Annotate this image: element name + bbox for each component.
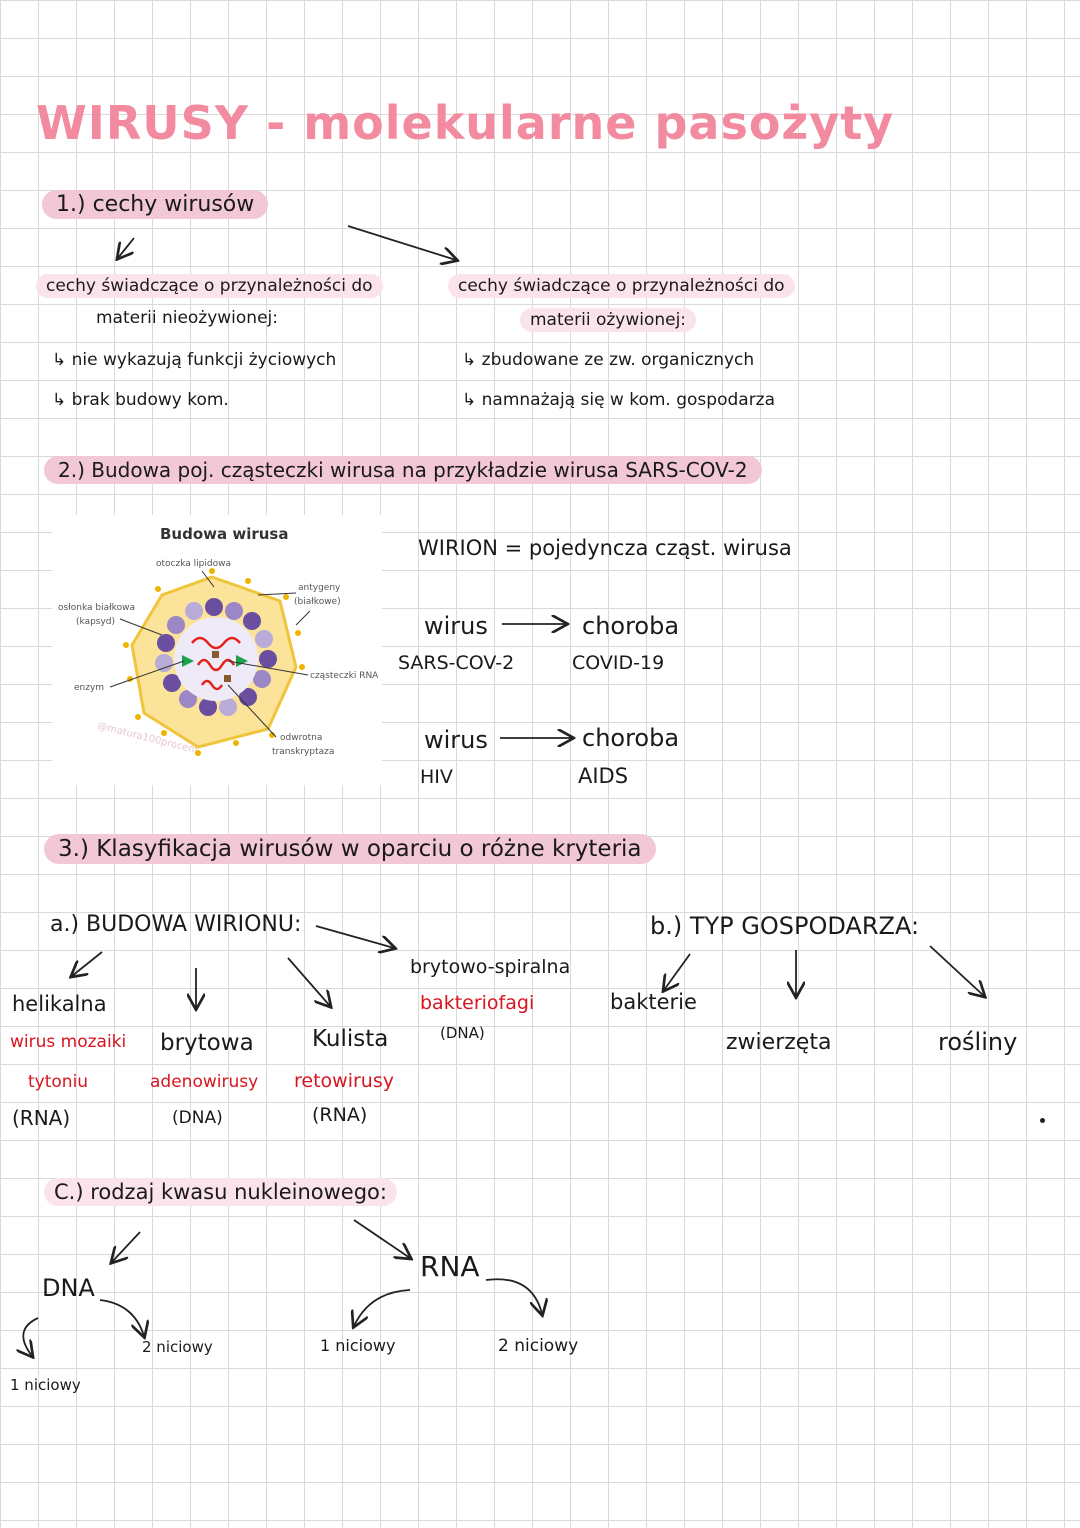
arrow-3b-bakterie <box>664 953 691 990</box>
arrow-rna-2 <box>485 1278 542 1314</box>
section3-heading: 3.) Klasyfikacja wirusów w oparciu o róż… <box>44 834 656 864</box>
sec3b-item3: rośliny <box>938 1028 1018 1056</box>
diagram-pointer-lines <box>109 570 311 738</box>
page-title: WIRUSY - molekularne pasożyty <box>36 96 895 150</box>
sec3c-heading-text: C.) rodzaj kwasu nukleinowego: <box>44 1178 397 1206</box>
label-rna: cząsteczki RNA <box>310 671 379 681</box>
sec3a-item1-acid: (RNA) <box>12 1106 71 1130</box>
sec3a-item2-example1: adenowirusy <box>150 1072 259 1092</box>
label-rt-2: transkryptaza <box>272 747 335 757</box>
sec3c-dna: DNA <box>42 1274 95 1302</box>
capsid-interior <box>174 617 258 701</box>
pair2-virus: HIV <box>420 766 453 788</box>
sec3b-item1: bakterie <box>610 990 697 1014</box>
right-item-2-text: namnażają się w kom. gospodarza <box>481 390 776 410</box>
label-antigen-2: (białkowe) <box>294 597 341 607</box>
section1-heading-text: 1.) cechy wirusów <box>42 190 269 219</box>
arrow-3a-spiralna <box>315 925 394 948</box>
sec3c-rna-item2: 2 niciowy <box>498 1336 579 1356</box>
sec3a-item3-example1: retowirusy <box>294 1070 394 1092</box>
arrow-3c-rna <box>353 1219 410 1258</box>
section2-heading-text: 2.) Budowa poj. cząsteczki wirusa na prz… <box>44 456 762 484</box>
pair2-right: choroba <box>582 724 680 752</box>
rna-strand-2 <box>196 658 236 672</box>
label-rt-1: odwrotna <box>280 733 323 743</box>
label-antigen-1: antygeny <box>298 583 341 593</box>
pair1-disease: COVID-19 <box>572 652 665 674</box>
arrow-rna-1 <box>354 1289 411 1326</box>
enzyme-marker-1 <box>182 655 194 667</box>
arrow-dna-1 <box>23 1317 39 1356</box>
left-item-2-text: brak budowy kom. <box>71 390 229 410</box>
arrow-dna-2 <box>99 1299 144 1336</box>
wirion-definition: WIRION = pojedyncza cząst. wirusa <box>418 536 792 560</box>
sec3c-heading: C.) rodzaj kwasu nukleinowego: <box>44 1178 397 1206</box>
pair2-disease: AIDS <box>578 764 629 788</box>
right-item-1: ↳ zbudowane ze zw. organicznych <box>462 350 755 370</box>
pair2-left: wirus <box>424 726 488 754</box>
sec3a-item2-acid: (DNA) <box>172 1108 223 1128</box>
virus-diagram: Budowa wirusa otoczka lipidowa antygeny … <box>52 515 382 785</box>
section1-heading: 1.) cechy wirusów <box>42 190 269 219</box>
left-item-1: ↳ nie wykazują funkcji życiowych <box>52 350 337 370</box>
left-item-2: ↳ brak budowy kom. <box>52 390 229 410</box>
diagram-title: Budowa wirusa <box>160 525 289 543</box>
sec3a-item1-name: helikalna <box>12 992 107 1016</box>
sec3a-item4-acid: (DNA) <box>440 1024 485 1042</box>
sec3a-item1-example2: tytoniu <box>28 1072 89 1092</box>
arrow-3b-rosliny <box>929 945 984 996</box>
pair1-virus: SARS-COV-2 <box>398 652 515 674</box>
sec3c-dna-item1: 1 niciowy <box>10 1376 81 1394</box>
right-item-1-text: zbudowane ze zw. organicznych <box>481 350 755 370</box>
rna-strand-1 <box>191 636 241 650</box>
rna-strand-3 <box>200 679 224 691</box>
arrow-3a-kulista <box>287 957 330 1006</box>
rt-marker-1 <box>212 651 219 658</box>
arrow-3c-dna <box>112 1231 141 1262</box>
right-item-2: ↳ namnażają się w kom. gospodarza <box>462 390 776 410</box>
sec3a-heading: a.) BUDOWA WIRIONU: <box>50 912 302 937</box>
sec3c-rna: RNA <box>420 1250 480 1283</box>
sec3c-rna-item1: 1 niciowy <box>320 1336 396 1355</box>
left-item-1-text: nie wykazują funkcji życiowych <box>71 350 337 370</box>
left-heading-1: cechy świadczące o przynależności do <box>36 274 383 298</box>
right-heading-2: materii ożywionej: <box>520 308 697 332</box>
sec3a-item4-example1: bakteriofagi <box>420 992 535 1014</box>
arrow-3a-helikalna <box>72 951 103 976</box>
capsid-ring <box>155 598 277 716</box>
label-lipid: otoczka lipidowa <box>156 559 231 569</box>
pair1-right: choroba <box>582 612 680 640</box>
label-capsid-1: osłonka białkowa <box>58 603 135 613</box>
section2-heading: 2.) Budowa poj. cząsteczki wirusa na prz… <box>44 456 762 484</box>
rt-marker-2 <box>224 675 231 682</box>
pair1-left: wirus <box>424 612 488 640</box>
arrow-s1-left <box>118 237 135 258</box>
sec3a-item3-name: Kulista <box>312 1026 389 1052</box>
dot-mark <box>1040 1118 1045 1123</box>
virus-illustration <box>109 568 311 756</box>
sec3b-item2: zwierzęta <box>726 1030 832 1055</box>
sec3a-item4-name: brytowo-spiralna <box>410 956 571 978</box>
sec3b-heading: b.) TYP GOSPODARZA: <box>650 912 920 940</box>
enzyme-marker-2 <box>236 655 248 667</box>
sec3a-item3-acid: (RNA) <box>312 1104 368 1126</box>
arrow-s1-right <box>347 225 456 260</box>
sec3c-dna-item2: 2 niciowy <box>142 1338 213 1356</box>
sec3a-item2-name: brytowa <box>160 1030 254 1056</box>
section3-heading-text: 3.) Klasyfikacja wirusów w oparciu o róż… <box>44 834 656 864</box>
antigen-spikes <box>123 568 305 756</box>
left-heading-2: materii nieożywionej: <box>96 308 278 328</box>
right-heading-1: cechy świadczące o przynależności do <box>448 274 795 298</box>
label-enzyme: enzym <box>74 683 105 693</box>
sec3a-item1-example1: wirus mozaiki <box>10 1032 127 1052</box>
label-capsid-2: (kapsyd) <box>76 617 116 627</box>
